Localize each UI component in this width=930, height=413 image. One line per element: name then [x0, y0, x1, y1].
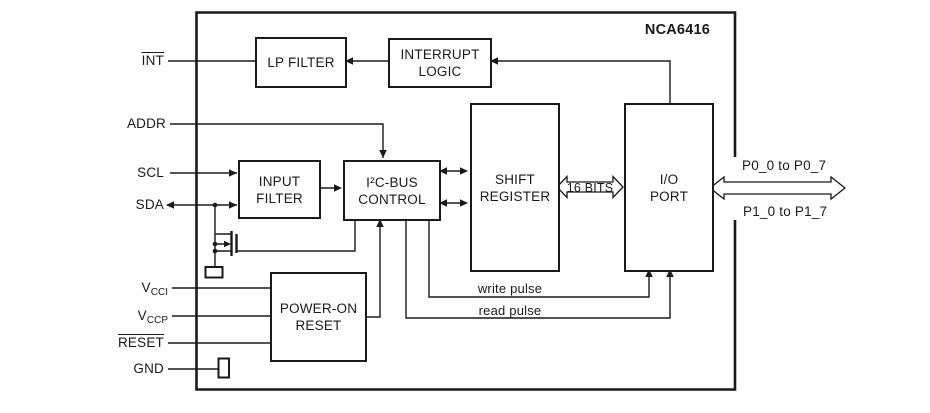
vccp-sub: CCP	[146, 315, 168, 326]
block-io-port: I/O PORT	[624, 103, 714, 272]
sixteen-bits-bus-arrow-icon	[556, 174, 624, 200]
pin-label-vcci: VCCI	[100, 280, 168, 301]
resistor-icon	[204, 266, 224, 279]
addr-wire	[170, 123, 384, 158]
chip-border	[195, 11, 737, 391]
vcci-sub: CCI	[150, 287, 168, 298]
port0-range-label: P0_0 to P0_7	[742, 158, 827, 173]
mosfet-transistor-icon	[212, 231, 238, 256]
pin-label-int: INT	[141, 53, 164, 68]
block-interrupt-logic: INTERRUPT LOGIC	[388, 38, 492, 88]
pin-label-scl: SCL	[137, 165, 164, 180]
block-lp-filter: LP FILTER	[255, 37, 347, 88]
por-to-control-wire	[363, 220, 381, 318]
pin-label-gnd: GND	[133, 361, 164, 376]
pin-label-reset: RESET	[117, 335, 164, 350]
write-pulse-wire	[428, 216, 650, 298]
read-pulse-label: read pulse	[478, 303, 542, 318]
port1-range-label: P1_0 to P1_7	[743, 204, 828, 219]
sixteen-bits-label: 16 BITS	[566, 181, 614, 195]
block-power-on-reset: POWER-ON RESET	[270, 272, 367, 362]
write-pulse-label: write pulse	[477, 281, 543, 296]
block-shift-register: SHIFT REGISTER	[470, 103, 560, 272]
pin-label-addr: ADDR	[126, 116, 166, 131]
gnd-terminal-icon	[217, 357, 230, 379]
chip-title: NCA6416	[644, 22, 710, 38]
block-i2c-bus-control: I²C-BUS CONTROL	[343, 160, 441, 221]
sda-junction-dot	[212, 202, 218, 208]
io-to-il-wire	[491, 60, 671, 104]
vcci-base: V	[141, 280, 151, 295]
block-input-filter: INPUT FILTER	[238, 160, 321, 219]
vccp-base: V	[137, 308, 147, 323]
port-bus-arrow-icon	[708, 175, 847, 201]
read-pulse-wire	[405, 216, 671, 319]
gate-wire	[237, 216, 356, 252]
arrowheads	[166, 57, 674, 277]
pin-label-sda: SDA	[135, 197, 164, 212]
pin-label-vccp: VCCP	[100, 308, 168, 329]
